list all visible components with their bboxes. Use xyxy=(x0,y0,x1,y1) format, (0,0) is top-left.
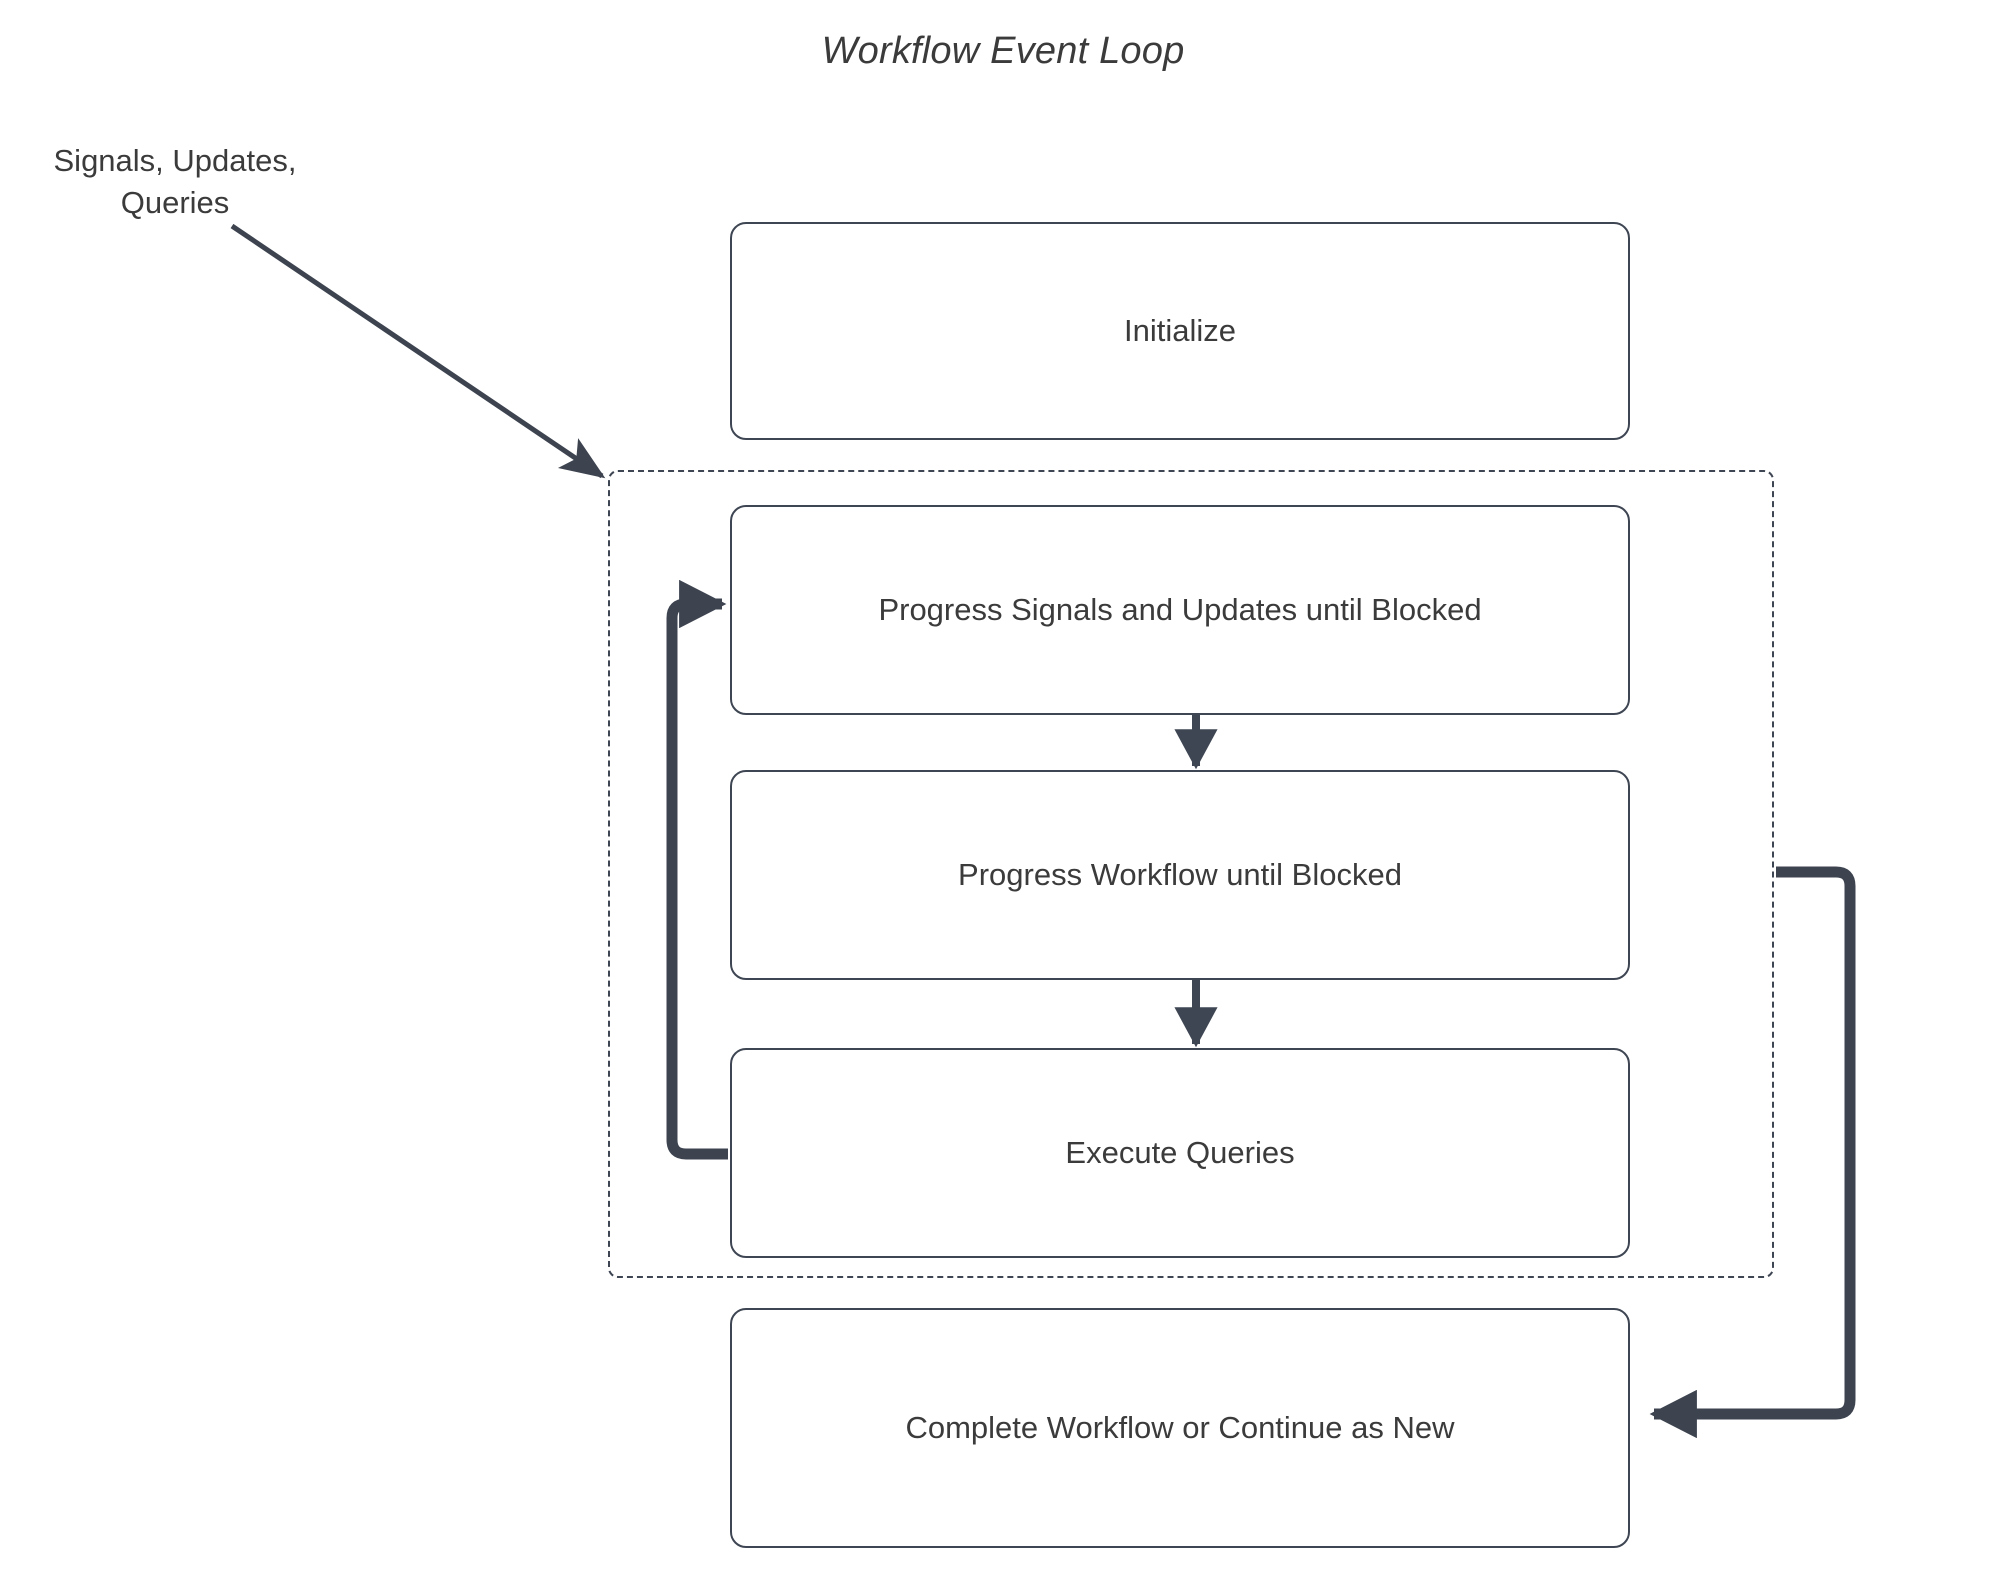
diagram-title: Workflow Event Loop xyxy=(821,30,1185,72)
node-complete-workflow[interactable]: Complete Workflow or Continue as New xyxy=(730,1308,1630,1548)
node-progress-signals-updates[interactable]: Progress Signals and Updates until Block… xyxy=(730,505,1630,715)
node-progress-workflow[interactable]: Progress Workflow until Blocked xyxy=(730,770,1630,980)
node-initialize-label: Initialize xyxy=(1124,313,1236,348)
node-progress-signals-updates-label: Progress Signals and Updates until Block… xyxy=(878,592,1482,627)
node-initialize[interactable]: Initialize xyxy=(730,222,1630,440)
node-progress-workflow-label: Progress Workflow until Blocked xyxy=(958,857,1402,892)
node-complete-workflow-label: Complete Workflow or Continue as New xyxy=(905,1410,1455,1445)
node-execute-queries[interactable]: Execute Queries xyxy=(730,1048,1630,1258)
external-input-label: Signals, Updates, Queries xyxy=(53,143,297,220)
event-loop-cluster xyxy=(608,470,1774,1278)
edge-signals-to-loop xyxy=(230,223,606,479)
node-execute-queries-label: Execute Queries xyxy=(1065,1135,1295,1170)
